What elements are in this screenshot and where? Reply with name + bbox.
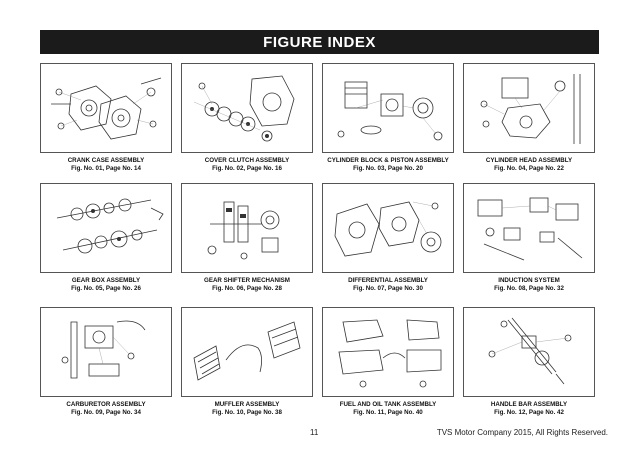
figure-frame[interactable]	[463, 183, 595, 273]
figure-reference: Fig. No. 08, Page No. 32	[494, 285, 564, 292]
figure-card-gear-box[interactable]: GEAR BOX ASSEMBLY Fig. No. 05, Page No. …	[40, 183, 172, 293]
figure-title: DIFFERENTIAL ASSEMBLY	[348, 277, 428, 284]
cylinder-head-diagram-icon	[480, 74, 581, 144]
figure-index-banner: FIGURE INDEX	[40, 30, 599, 54]
cover-clutch-diagram-icon	[193, 75, 295, 142]
crank-case-diagram-icon	[51, 77, 162, 140]
figure-title: CRANK CASE ASSEMBLY	[67, 157, 145, 164]
cylinder-block-diagram-icon	[337, 81, 443, 141]
figure-reference: Fig. No. 01, Page No. 14	[71, 165, 141, 172]
figure-card-differential[interactable]: DIFFERENTIAL ASSEMBLY Fig. No. 07, Page …	[322, 183, 454, 293]
figure-reference: Fig. No. 11, Page No. 40	[353, 409, 423, 416]
figure-title: CARBURETOR ASSEMBLY	[66, 401, 146, 408]
figure-title: FUEL AND OIL TANK ASSEMBLY	[339, 401, 437, 408]
figure-frame[interactable]	[40, 183, 172, 273]
figure-reference: Fig. No. 02, Page No. 16	[212, 165, 282, 172]
figure-reference: Fig. No. 10, Page No. 38	[212, 409, 282, 416]
differential-diagram-icon	[334, 201, 442, 257]
figure-card-gear-shifter[interactable]: GEAR SHIFTER MECHANISM Fig. No. 06, Page…	[181, 183, 313, 293]
figure-reference: Fig. No. 05, Page No. 26	[71, 285, 141, 292]
induction-system-diagram-icon	[477, 197, 583, 261]
figure-frame[interactable]	[322, 63, 454, 153]
figure-title: CYLINDER HEAD ASSEMBLY	[485, 157, 573, 164]
figure-title: COVER CLUTCH ASSEMBLY	[204, 157, 290, 164]
figure-card-muffler[interactable]: MUFFLER ASSEMBLY Fig. No. 10, Page No. 3…	[181, 307, 313, 417]
carburetor-diagram-icon	[61, 320, 146, 379]
gear-shifter-diagram-icon	[207, 201, 280, 260]
figure-reference: Fig. No. 09, Page No. 34	[71, 409, 141, 416]
gear-box-diagram-icon	[56, 198, 164, 254]
figure-card-carburetor[interactable]: CARBURETOR ASSEMBLY Fig. No. 09, Page No…	[40, 307, 172, 417]
figure-title: GEAR SHIFTER MECHANISM	[204, 277, 290, 284]
page-title: FIGURE INDEX	[263, 33, 376, 51]
figure-frame[interactable]	[40, 63, 172, 153]
figure-title: GEAR BOX ASSEMBLY	[71, 277, 141, 284]
figure-title: CYLINDER BLOCK & PISTON ASSEMBLY	[327, 157, 449, 164]
figure-card-crank-case[interactable]: CRANK CASE ASSEMBLY Fig. No. 01, Page No…	[40, 63, 172, 173]
figure-title: MUFFLER ASSEMBLY	[214, 401, 280, 408]
muffler-diagram-icon	[193, 321, 301, 381]
figure-frame[interactable]	[322, 183, 454, 273]
page-number: 11	[310, 428, 319, 437]
figure-reference: Fig. No. 06, Page No. 28	[212, 285, 282, 292]
figure-reference: Fig. No. 07, Page No. 30	[353, 285, 423, 292]
figure-frame[interactable]	[322, 307, 454, 397]
figure-reference: Fig. No. 04, Page No. 22	[494, 165, 564, 172]
figure-frame[interactable]	[463, 307, 595, 397]
copyright-text: TVS Motor Company 2015, All Rights Reser…	[436, 428, 608, 437]
figure-card-induction-system[interactable]: INDUCTION SYSTEM Fig. No. 08, Page No. 3…	[463, 183, 595, 293]
figure-frame[interactable]	[181, 183, 313, 273]
handle-bar-diagram-icon	[488, 317, 572, 385]
figure-reference: Fig. No. 03, Page No. 20	[353, 165, 423, 172]
figure-card-cylinder-head[interactable]: CYLINDER HEAD ASSEMBLY Fig. No. 04, Page…	[463, 63, 595, 173]
figure-frame[interactable]	[181, 63, 313, 153]
figure-frame[interactable]	[463, 63, 595, 153]
fuel-oil-tank-diagram-icon	[338, 319, 442, 388]
figure-card-fuel-oil-tank[interactable]: FUEL AND OIL TANK ASSEMBLY Fig. No. 11, …	[322, 307, 454, 417]
figure-title: HANDLE BAR ASSEMBLY	[490, 401, 568, 408]
figure-card-cover-clutch[interactable]: COVER CLUTCH ASSEMBLY Fig. No. 02, Page …	[181, 63, 313, 173]
figure-frame[interactable]	[181, 307, 313, 397]
figure-reference: Fig. No. 12, Page No. 42	[494, 409, 564, 416]
figure-frame[interactable]	[40, 307, 172, 397]
figure-card-handle-bar[interactable]: HANDLE BAR ASSEMBLY Fig. No. 12, Page No…	[463, 307, 595, 417]
figure-card-cylinder-block[interactable]: CYLINDER BLOCK & PISTON ASSEMBLY Fig. No…	[322, 63, 454, 173]
figure-title: INDUCTION SYSTEM	[498, 277, 560, 284]
